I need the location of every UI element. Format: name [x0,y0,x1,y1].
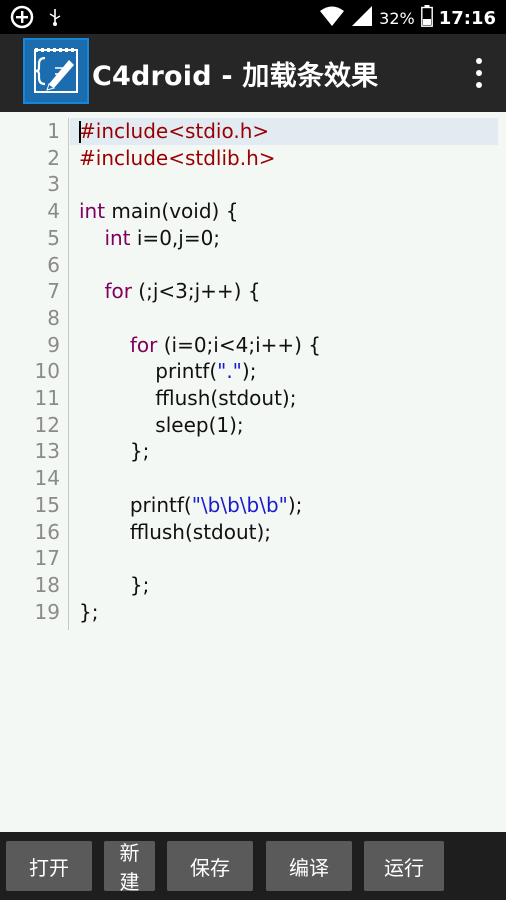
current-line-highlight [70,118,498,145]
code-text: for (i=0;i<4;i++) { [129,332,322,357]
code-line[interactable]: 13 }; [0,438,506,465]
cell-signal-icon [351,5,373,32]
run-button[interactable]: 运行 [364,841,444,891]
line-number: 4 [47,199,60,224]
new-button[interactable]: 新建 [104,841,155,894]
code-line[interactable]: 5 int i=0,j=0; [0,225,506,252]
app-title: C4droid - 加载条效果 [92,61,379,92]
line-number: 15 [34,492,60,517]
more-vert-icon[interactable] [474,58,484,88]
code-line[interactable]: 10 printf("."); [0,358,506,385]
code-text: #include<stdlib.h> [79,145,276,170]
code-line[interactable]: 8 [0,305,506,332]
code-text: }; [79,439,150,464]
compile-button[interactable]: 编译 [266,841,352,891]
line-number: 2 [47,145,60,170]
code-editor[interactable]: 1 #include<stdio.h> 2 #include<stdlib.h>… [0,112,506,832]
code-line[interactable]: 17 [0,545,506,572]
code-text: fflush(stdout); [79,519,272,544]
line-number: 6 [47,252,60,277]
code-line[interactable]: 18 }; [0,572,506,599]
code-text: int i=0,j=0; [104,225,221,250]
code-line[interactable]: 15 printf("\b\b\b\b"); [0,492,506,519]
line-number: 16 [34,519,60,544]
save-button[interactable]: 保存 [167,841,253,891]
code-line[interactable]: 9 for (i=0;i<4;i++) { [0,332,506,359]
line-number: 19 [34,599,60,624]
clock: 17:16 [438,8,496,29]
code-text: fflush(stdout); [79,386,297,410]
code-line[interactable]: 4 int main(void) { [0,198,506,225]
code-text: sleep(1); [79,412,244,437]
c4droid-logo-icon [23,38,89,104]
line-number: 9 [47,332,60,357]
line-number: 14 [34,466,60,491]
line-number: 8 [47,305,60,330]
battery-percent: 32% [379,9,415,28]
gutter-divider [68,118,69,630]
code-line[interactable]: 12 sleep(1); [0,412,506,439]
line-number: 3 [47,172,60,197]
code-text: }; [79,599,99,624]
add-circle-icon [10,5,34,34]
wifi-icon [319,5,345,32]
line-number: 1 [47,119,60,143]
code-text: printf("."); [79,359,257,384]
usb-debug-icon [46,7,64,32]
open-button[interactable]: 打开 [6,841,92,891]
code-line[interactable]: 11 fflush(stdout); [0,385,506,412]
line-number: 11 [34,386,60,410]
line-number: 12 [34,412,60,437]
code-line[interactable]: 2 #include<stdlib.h> [0,145,506,172]
battery-icon [420,5,433,32]
code-line[interactable]: 6 [0,252,506,279]
code-line[interactable]: 16 fflush(stdout); [0,519,506,546]
code-text: printf("\b\b\b\b"); [79,492,303,517]
code-line[interactable]: 1 #include<stdio.h> [0,118,506,145]
code-text: int main(void) { [79,199,239,224]
text-cursor [79,121,81,143]
line-number: 18 [34,572,60,597]
status-bar: 32% 17:16 [0,0,506,34]
code-text: for (;j<3;j++) { [104,279,261,304]
line-number: 17 [34,546,60,571]
line-number: 7 [47,279,60,304]
line-number: 10 [34,359,60,384]
code-line[interactable]: 7 for (;j<3;j++) { [0,278,506,305]
code-line[interactable]: 3 [0,171,506,198]
line-number: 5 [47,225,60,250]
code-text: #include<stdio.h> [79,119,270,143]
app-bar: C4droid - 加载条效果 [0,34,506,112]
code-text: }; [79,572,150,597]
line-number: 13 [34,439,60,464]
code-line[interactable]: 14 [0,465,506,492]
bottom-toolbar: 打开 新建 保存 编译 运行 [0,832,506,900]
code-line[interactable]: 19 }; [0,599,506,626]
